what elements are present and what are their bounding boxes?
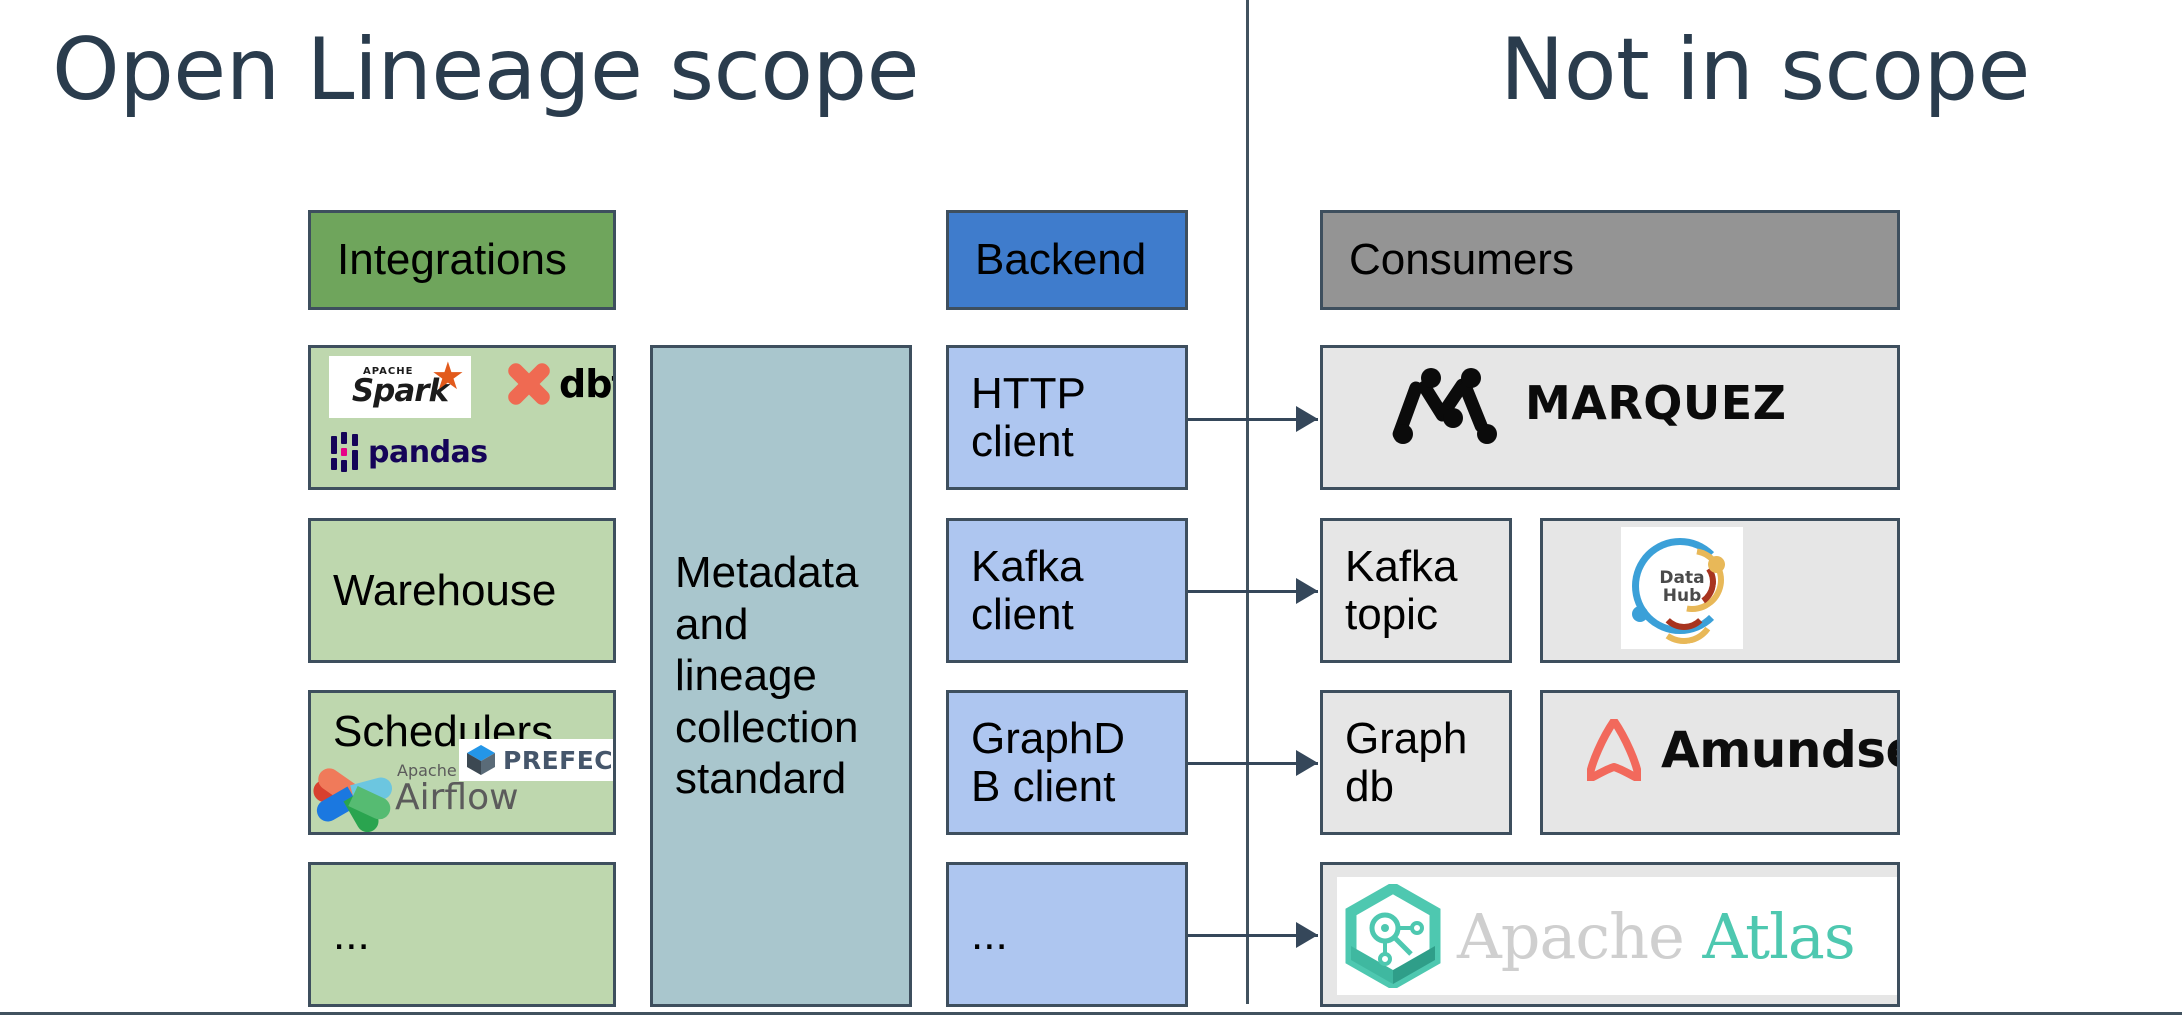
metadata-lineage-standard-label: Metadata and lineage collection standard	[675, 548, 859, 804]
graph-db-label: Graph db	[1345, 713, 1468, 811]
integrations-ellipsis-label: ...	[333, 909, 370, 959]
pandas-icon: pandas	[331, 432, 488, 472]
prefect-mark-icon	[463, 743, 497, 777]
kafka-topic-box[interactable]: Kafka topic	[1320, 518, 1512, 663]
backend-ellipsis-box[interactable]: ...	[946, 862, 1188, 1007]
scope-vertical-divider	[1246, 0, 1249, 1004]
airflow-pinwheel-icon	[311, 749, 395, 832]
dbt-icon: dbt	[507, 362, 613, 406]
integrations-header-label: Integrations	[337, 235, 567, 285]
arrow-graphdb-to-graph-line	[1188, 762, 1318, 765]
apache-spark-icon: APACHE Spark ★	[329, 356, 471, 418]
apache-airflow-icon: Apache Airflow	[311, 749, 519, 832]
arrow-kafka-to-topic-line	[1188, 590, 1318, 593]
kafka-client-label: Kafka client	[971, 541, 1084, 639]
http-client-box[interactable]: HTTP client	[946, 345, 1188, 490]
page-title-left: Open Lineage scope	[52, 20, 920, 120]
graph-db-box[interactable]: Graph db	[1320, 690, 1512, 835]
atlas-wordmark-group: Apache Atlas	[1457, 899, 1856, 973]
datahub-box[interactable]: Data Hub	[1540, 518, 1900, 663]
consumers-header-box[interactable]: Consumers	[1320, 210, 1900, 310]
amundsen-box[interactable]: Amundsen	[1540, 690, 1900, 835]
marquez-mark-icon	[1390, 362, 1499, 444]
spark-star-icon: ★	[430, 356, 465, 398]
marquez-icon: MARQUEZ	[1390, 362, 1787, 444]
datahub-icon: Data Hub	[1621, 527, 1743, 650]
atlas-atlas-word: Atlas	[1702, 899, 1855, 973]
pandas-wordmark: pandas	[368, 434, 488, 470]
arrow-kafka-to-topic-head	[1296, 578, 1318, 604]
arrow-graphdb-to-graph-head	[1296, 750, 1318, 776]
airflow-apache-label: Apache	[397, 761, 457, 781]
airflow-wordmark: Airflow	[395, 777, 519, 819]
warehouse-box[interactable]: Warehouse	[308, 518, 616, 663]
metadata-lineage-standard-box[interactable]: Metadata and lineage collection standard	[650, 345, 912, 1007]
schedulers-box[interactable]: Schedulers Apache Airflow	[308, 690, 616, 835]
spark-apache-label: APACHE	[363, 366, 414, 377]
apache-atlas-icon: Apache Atlas	[1337, 877, 1897, 995]
prefect-wordmark: PREFECT	[503, 745, 614, 775]
marquez-wordmark: MARQUEZ	[1525, 376, 1787, 430]
integrations-logos-box[interactable]: APACHE Spark ★ dbt pandas	[308, 345, 616, 490]
backend-header-box[interactable]: Backend	[946, 210, 1188, 310]
arrow-http-to-marquez-line	[1188, 418, 1318, 421]
integrations-ellipsis-box[interactable]: ...	[308, 862, 616, 1007]
arrow-ellipsis-to-atlas-line	[1188, 934, 1318, 937]
atlas-apache-word: Apache	[1457, 899, 1703, 973]
graphdb-client-box[interactable]: GraphD B client	[946, 690, 1188, 835]
datahub-wordmark: Data Hub	[1659, 568, 1705, 606]
page-title-right: Not in scope	[1500, 20, 2030, 120]
airflow-wordmark-group: Apache Airflow	[395, 763, 519, 817]
dbt-wordmark: dbt	[559, 362, 613, 406]
pandas-mark-icon	[331, 432, 359, 472]
warehouse-label: Warehouse	[333, 565, 557, 615]
datahub-ring-icon: Data Hub	[1630, 535, 1737, 650]
kafka-topic-label: Kafka topic	[1345, 541, 1458, 639]
marquez-box[interactable]: MARQUEZ	[1320, 345, 1900, 490]
backend-ellipsis-label: ...	[971, 909, 1008, 959]
consumers-header-label: Consumers	[1349, 235, 1574, 285]
dbt-mark-icon	[507, 362, 551, 406]
integrations-header-box[interactable]: Integrations	[308, 210, 616, 310]
http-client-label: HTTP client	[971, 368, 1086, 466]
amundsen-wordmark: Amundsen	[1661, 721, 1897, 779]
atlas-hexagon-icon	[1345, 881, 1441, 991]
graphdb-client-label: GraphD B client	[971, 713, 1126, 811]
arrow-http-to-marquez-head	[1296, 406, 1318, 432]
prefect-icon: PREFECT	[459, 739, 614, 781]
backend-header-label: Backend	[975, 235, 1147, 285]
arrow-ellipsis-to-atlas-head	[1296, 922, 1318, 948]
amundsen-mark-icon	[1585, 717, 1643, 783]
amundsen-icon: Amundsen	[1585, 717, 1897, 783]
kafka-client-box[interactable]: Kafka client	[946, 518, 1188, 663]
footer-horizontal-divider	[0, 1012, 2182, 1015]
apache-atlas-box[interactable]: Apache Atlas	[1320, 862, 1900, 1007]
spark-wordmark: Spark	[351, 373, 449, 409]
